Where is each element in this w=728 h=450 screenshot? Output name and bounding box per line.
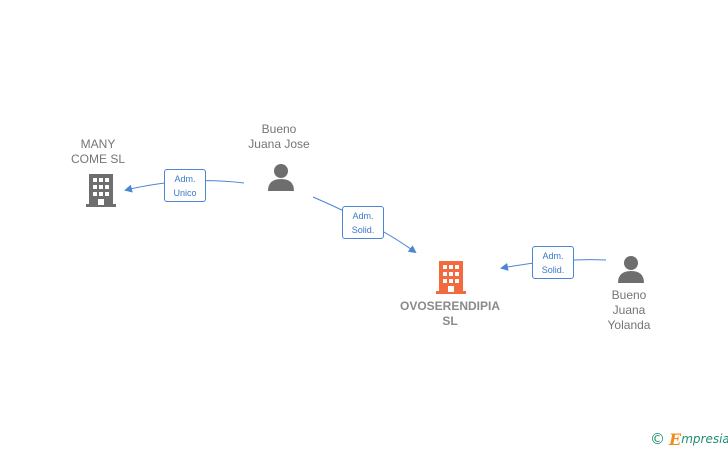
ovoserendipia-line1: OVOSERENDIPIA bbox=[399, 299, 501, 313]
edge-label-line2: Solid. bbox=[541, 265, 565, 275]
edge-label-line2: Unico bbox=[173, 188, 197, 198]
ovoserendipia-line2: SL bbox=[442, 314, 458, 328]
edge-label-line1: Adm. bbox=[174, 174, 196, 184]
edge-label-adm-solid-jose[interactable]: Adm. Solid. bbox=[342, 206, 384, 239]
empresia-logo-text: mpresia bbox=[681, 432, 728, 446]
ovoserendipia-label: OVOSERENDIPIA SL bbox=[391, 299, 509, 329]
edge-label-adm-solid-yolanda[interactable]: Adm. Solid. bbox=[532, 246, 574, 279]
many-come-name-line2: COME SL bbox=[70, 152, 125, 166]
bueno-juana-yolanda-line2: Juana bbox=[612, 303, 646, 317]
empresia-watermark: © E mpresia bbox=[650, 429, 728, 449]
edge-label-line1: Adm. bbox=[542, 251, 564, 261]
bueno-juana-yolanda-line3: Yolanda bbox=[607, 318, 651, 332]
bueno-juana-jose-line1: Bueno bbox=[261, 122, 297, 136]
copyright-symbol: © bbox=[650, 430, 665, 448]
bueno-juana-yolanda-line1: Bueno bbox=[611, 288, 647, 302]
edge-label-line1: Adm. bbox=[352, 211, 374, 221]
main-company-building-icon[interactable] bbox=[435, 259, 467, 295]
building-icon[interactable] bbox=[85, 172, 117, 208]
many-come-name-line1: MANY bbox=[80, 137, 116, 151]
many-come-label: MANY COME SL bbox=[60, 137, 136, 167]
bueno-juana-jose-line2: Juana Jose bbox=[248, 137, 310, 151]
person-icon[interactable] bbox=[266, 162, 296, 192]
person-icon[interactable] bbox=[616, 254, 646, 284]
empresia-logo-initial: E bbox=[669, 429, 682, 449]
bueno-juana-yolanda-label: Bueno Juana Yolanda bbox=[596, 288, 662, 333]
edge-label-adm-unico[interactable]: Adm. Unico bbox=[164, 169, 206, 202]
bueno-juana-jose-label: Bueno Juana Jose bbox=[236, 122, 322, 152]
edge-label-line2: Solid. bbox=[351, 225, 375, 235]
